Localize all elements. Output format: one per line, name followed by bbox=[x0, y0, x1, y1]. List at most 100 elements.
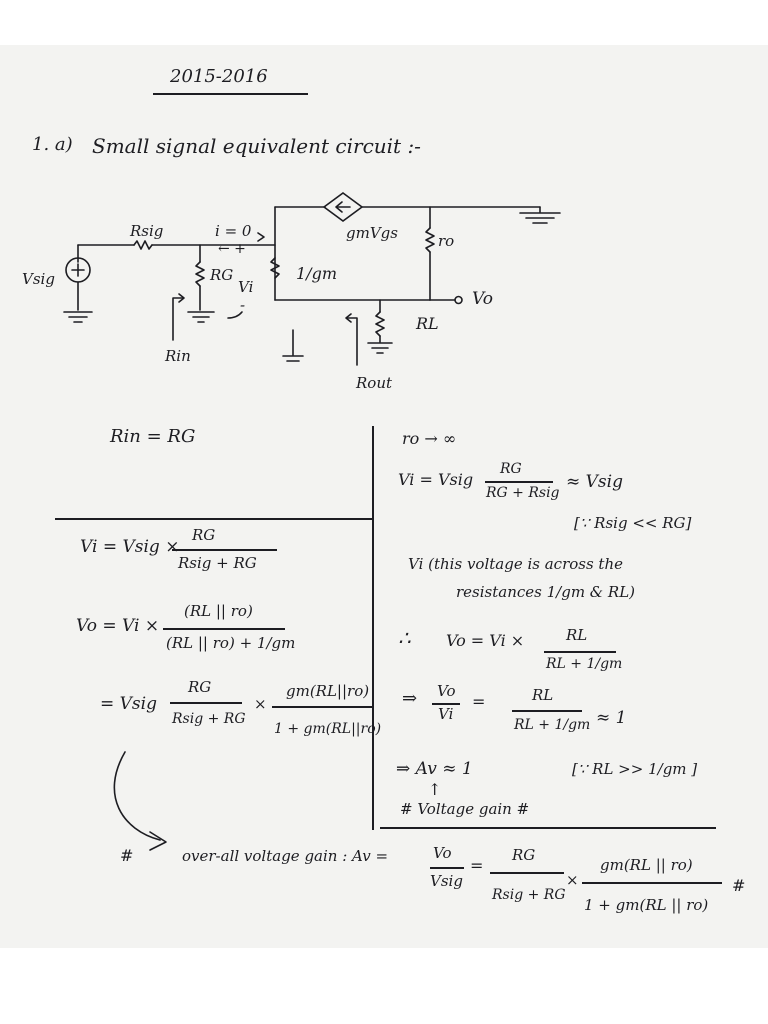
curved-arrow-head bbox=[149, 831, 167, 851]
overall-den1: Vsig bbox=[430, 872, 463, 890]
right-vo-eq-numerator: RL bbox=[566, 626, 588, 644]
vi-eq-numerator: RG bbox=[192, 526, 216, 544]
current-arrow-head bbox=[257, 232, 265, 242]
ratio-approx: ≈ 1 bbox=[596, 708, 627, 728]
rin-equation: Rin = RG bbox=[110, 426, 196, 447]
vo-sub-den1: Rsig + RG bbox=[172, 711, 246, 727]
curved-arrow-line bbox=[113, 751, 161, 841]
ratio-numerator: Vo bbox=[437, 682, 456, 700]
rin-arrow-head bbox=[178, 293, 185, 303]
vo-sub-times: × bbox=[254, 695, 267, 713]
rl-label: RL bbox=[416, 314, 439, 333]
vi-description-line-1: Vi (this voltage is across the bbox=[408, 555, 623, 573]
voltage-gain-label: # Voltage gain # bbox=[400, 800, 530, 818]
overall-times: × bbox=[566, 871, 579, 889]
overall-bar2 bbox=[490, 872, 564, 874]
right-bottom-divider bbox=[380, 827, 716, 829]
current-label: i = 0 bbox=[215, 222, 252, 240]
right-vi-eq-lhs: Vi = Vsig bbox=[398, 470, 474, 489]
rout-label: Rout bbox=[356, 374, 393, 392]
vi-eq-denominator: Rsig + RG bbox=[178, 554, 257, 572]
rsig-resistor bbox=[133, 240, 153, 250]
rsig-label: Rsig bbox=[130, 222, 164, 240]
year-heading: 2015-2016 bbox=[170, 66, 268, 87]
rin-label: Rin bbox=[165, 347, 191, 365]
inv-gm-resistor bbox=[270, 257, 280, 279]
vo-sub-num1: RG bbox=[188, 678, 212, 696]
therefore-symbol: ∴ bbox=[398, 626, 411, 650]
right-vo-eq-bar bbox=[544, 651, 616, 653]
question-number: 1. a) bbox=[32, 134, 73, 155]
dependent-source-diamond bbox=[322, 192, 364, 222]
ro-label: ro bbox=[438, 232, 455, 250]
ro-resistor bbox=[425, 227, 435, 253]
vi-description-line-2: resistances 1/gm & RL) bbox=[456, 583, 636, 601]
vo-eq-fraction-bar bbox=[163, 628, 285, 630]
right-vo-eq-lhs: Vo = Vi × bbox=[446, 631, 525, 650]
column-divider bbox=[372, 426, 374, 830]
section-title: Small signal equivalent circuit :- bbox=[92, 134, 421, 158]
ratio-denominator: Vi bbox=[438, 705, 454, 723]
arrow-marks-label: ← + bbox=[218, 241, 246, 257]
right-note-2: [∵ RL >> 1/gm ] bbox=[572, 760, 698, 778]
overall-end-hash: # bbox=[732, 876, 746, 895]
vo-sub-bar1 bbox=[170, 702, 242, 704]
right-vo-eq-denominator: RL + 1/gm bbox=[546, 656, 623, 672]
overall-den2: Rsig + RG bbox=[492, 887, 566, 903]
ratio-bar bbox=[432, 703, 460, 705]
dep-source-label: gmVgs bbox=[346, 224, 398, 242]
vi-eq-fraction-bar bbox=[172, 549, 277, 551]
left-section-divider bbox=[55, 518, 372, 520]
ratio-arrow: ⇒ bbox=[402, 688, 418, 709]
overall-hash: # bbox=[120, 846, 134, 865]
right-vi-eq-denominator: RG + Rsig bbox=[486, 485, 560, 501]
paper-top-margin bbox=[0, 0, 768, 45]
vi-minus-label: - bbox=[240, 296, 246, 314]
rin-arrow-line bbox=[172, 297, 184, 341]
rg-label: RG bbox=[210, 266, 234, 284]
rg-resistor bbox=[195, 261, 205, 287]
right-note-1: [∵ Rsig << RG] bbox=[574, 514, 692, 532]
vi-minus-loop bbox=[227, 311, 243, 319]
overall-gain-label: over-all voltage gain : Av = bbox=[182, 847, 389, 865]
rl-resistor bbox=[375, 311, 385, 337]
overall-equals: = bbox=[470, 856, 484, 875]
vo-sub-bar2 bbox=[272, 706, 372, 708]
vo-sub-num2: gm(RL||ro) bbox=[286, 682, 370, 700]
ratio-equals: = bbox=[472, 692, 486, 711]
vsig-label: Vsig bbox=[22, 270, 55, 288]
overall-num2: RG bbox=[512, 846, 536, 864]
right-vi-eq-bar bbox=[485, 481, 553, 483]
overall-bar1 bbox=[430, 867, 464, 869]
av-approx-line: ⇒ Av ≈ 1 bbox=[396, 759, 473, 779]
dep-source-arrow-head bbox=[335, 201, 343, 213]
av-up-arrow: ↑ bbox=[428, 780, 442, 799]
rout-arrow-line bbox=[346, 317, 358, 366]
vo-eq-numerator: (RL || ro) bbox=[184, 602, 253, 620]
vo-label: Vo bbox=[472, 289, 493, 309]
vi-label: Vi bbox=[238, 278, 254, 296]
vo-sub-lhs: = Vsig bbox=[100, 694, 157, 714]
vo-sub-den2: 1 + gm(RL||ro) bbox=[274, 721, 382, 737]
ratio-numerator-2: RL bbox=[532, 686, 554, 704]
vo-eq-lhs: Vo = Vi × bbox=[76, 616, 160, 636]
right-vi-eq-numerator: RG bbox=[500, 461, 522, 477]
ratio-denominator-2: RL + 1/gm bbox=[514, 717, 591, 733]
vo-eq-denominator: (RL || ro) + 1/gm bbox=[166, 634, 296, 652]
vi-eq-lhs: Vi = Vsig × bbox=[80, 537, 180, 557]
right-vi-approx: ≈ Vsig bbox=[566, 472, 623, 492]
overall-num3: gm(RL || ro) bbox=[600, 856, 693, 874]
ro-infinity: ro → ∞ bbox=[402, 429, 457, 448]
overall-den3: 1 + gm(RL || ro) bbox=[584, 896, 709, 914]
inv-gm-label: 1/gm bbox=[296, 264, 337, 283]
overall-bar3 bbox=[582, 882, 722, 884]
year-underline bbox=[153, 93, 308, 95]
paper-bottom-margin bbox=[0, 948, 768, 1024]
overall-num1: Vo bbox=[433, 844, 452, 862]
rout-arrow-head bbox=[345, 313, 352, 323]
ratio-bar-2 bbox=[512, 710, 582, 712]
vo-terminal bbox=[454, 295, 463, 305]
